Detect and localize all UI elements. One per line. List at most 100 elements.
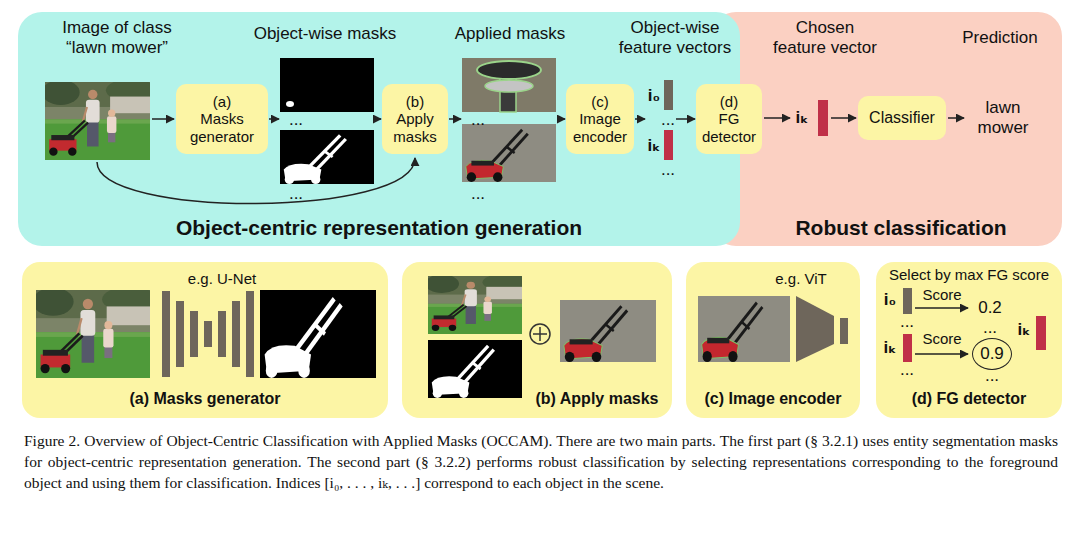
- detail-panel: (b) Apply masks: [402, 262, 672, 418]
- text-slot: Select by max FG score: [876, 266, 1062, 283]
- applied-mask: [462, 124, 556, 182]
- text-label: 0.2: [975, 298, 1005, 318]
- text-label: ...: [895, 360, 919, 380]
- panel-title: (a) Masks generator: [22, 390, 388, 408]
- text-label: ...: [656, 110, 680, 130]
- panel-title: e.g. ViT: [746, 270, 856, 287]
- label-slot: ...: [281, 110, 311, 130]
- text-label: ...: [895, 312, 919, 332]
- unet-illustration: [33, 286, 157, 378]
- label-slot: iₖ: [1014, 320, 1034, 340]
- label-slot: iₖ: [880, 338, 900, 358]
- fg-illustration: [903, 288, 912, 314]
- apply-illustration: [539, 327, 541, 341]
- text-label: ...: [463, 184, 493, 204]
- text-label: ...: [980, 366, 1004, 386]
- text-label: ...: [978, 318, 1002, 338]
- box-label: FG detector: [699, 110, 759, 145]
- panel-title: Robust classification: [740, 216, 1062, 240]
- text-slot: Object-centric representation generation: [18, 216, 740, 240]
- object-mask: [280, 130, 374, 184]
- encoder-illustration: [796, 296, 834, 362]
- unet-illustration: [176, 301, 184, 367]
- encoder-illustration: [840, 318, 848, 344]
- text-label: Prediction: [950, 28, 1050, 48]
- box-label: (b): [406, 93, 424, 110]
- text-label: Score: [916, 330, 968, 347]
- process-box: (a)Masks generator: [176, 84, 268, 154]
- flow-arrow: [152, 118, 174, 120]
- text-slot: Robust classification: [740, 216, 1062, 240]
- box-label: Apply masks: [385, 110, 445, 145]
- text-slot: (d) FG detector: [876, 390, 1062, 408]
- label-slot: i₀: [880, 290, 900, 310]
- unet-illustration: [246, 291, 254, 377]
- apply-illustration: [560, 300, 656, 362]
- process-box: (b)Apply masks: [382, 84, 448, 154]
- unet-illustration: [33, 286, 376, 378]
- label-slot: ...: [980, 366, 1004, 386]
- flow-arrow: [764, 117, 790, 119]
- panel-title: (b) Apply masks: [527, 390, 667, 408]
- label-slot: ...: [656, 160, 680, 180]
- text-label: Score: [916, 286, 968, 303]
- process-box: Classifier: [858, 96, 946, 140]
- applied-mask: [462, 58, 556, 112]
- text-label: ...: [656, 160, 680, 180]
- process-box: (c)Image encoder: [566, 84, 634, 154]
- text-slot: e.g. U-Net: [132, 270, 312, 287]
- apply-illustration: [530, 324, 550, 344]
- text-label: lawn mower: [972, 98, 1034, 137]
- label-slot: 0.2: [975, 298, 1005, 318]
- text-slot: (c) Image encoder: [686, 390, 860, 408]
- flow-arrow: [948, 117, 964, 119]
- apply-illustration: [428, 340, 522, 398]
- flow-arrow: [375, 118, 381, 120]
- process-box: (d)FG detector: [696, 84, 762, 154]
- unet-illustration: [204, 321, 212, 347]
- object-mask: [280, 58, 374, 184]
- text-label: iₖ: [880, 338, 900, 358]
- label-slot: iₖ: [645, 136, 663, 156]
- score-circle: 0.9: [972, 338, 1012, 370]
- feature-vector: [664, 80, 673, 110]
- label-slot: ...: [463, 110, 493, 130]
- text-label: i₀: [880, 290, 900, 310]
- text-label: Applied masks: [445, 24, 575, 44]
- text-label: ...: [463, 110, 493, 130]
- text-label: Object-wise masks: [250, 24, 400, 44]
- feature-vector: [664, 130, 673, 160]
- flow-arrow: [97, 118, 964, 204]
- flow-arrow: [449, 118, 461, 120]
- text-label: iₖ: [645, 136, 663, 156]
- text-label: Image of class “lawn mower”: [47, 18, 187, 57]
- input-photo: [42, 79, 156, 160]
- apply-illustration: [425, 274, 527, 334]
- text-slot: e.g. ViT: [746, 270, 856, 287]
- caption-slot: Figure 2. Overview of Object-Centric Cla…: [24, 430, 1058, 493]
- label-slot: Object-wise masks: [250, 24, 400, 44]
- unet-illustration: [232, 301, 240, 367]
- flow-arrow: [269, 118, 279, 120]
- detail-panel: e.g. U-Net (a) Masks generator: [22, 262, 388, 418]
- text-label: i₀: [645, 86, 663, 106]
- unet-illustration: [162, 291, 170, 377]
- object-mask: [280, 58, 374, 112]
- label-slot: lawn mower: [972, 98, 1034, 137]
- panel-title: (c) Image encoder: [686, 390, 860, 408]
- box-label: 0.9: [980, 344, 1004, 364]
- applied-mask: [477, 61, 541, 79]
- text-label: ...: [281, 110, 311, 130]
- label-slot: Chosen feature vector: [768, 18, 882, 57]
- unet-illustration: [190, 311, 198, 357]
- label-slot: ...: [656, 110, 680, 130]
- text-label: Object-wise feature vectors: [610, 18, 740, 57]
- feature-vector: [664, 80, 828, 160]
- applied-mask: [500, 76, 516, 112]
- label-slot: Applied masks: [445, 24, 575, 44]
- encoder-illustration: [698, 296, 848, 362]
- label-slot: iₖ: [792, 108, 812, 128]
- apply-illustration: [533, 333, 547, 335]
- flow-arrow: [635, 118, 645, 120]
- object-mask: [286, 101, 294, 107]
